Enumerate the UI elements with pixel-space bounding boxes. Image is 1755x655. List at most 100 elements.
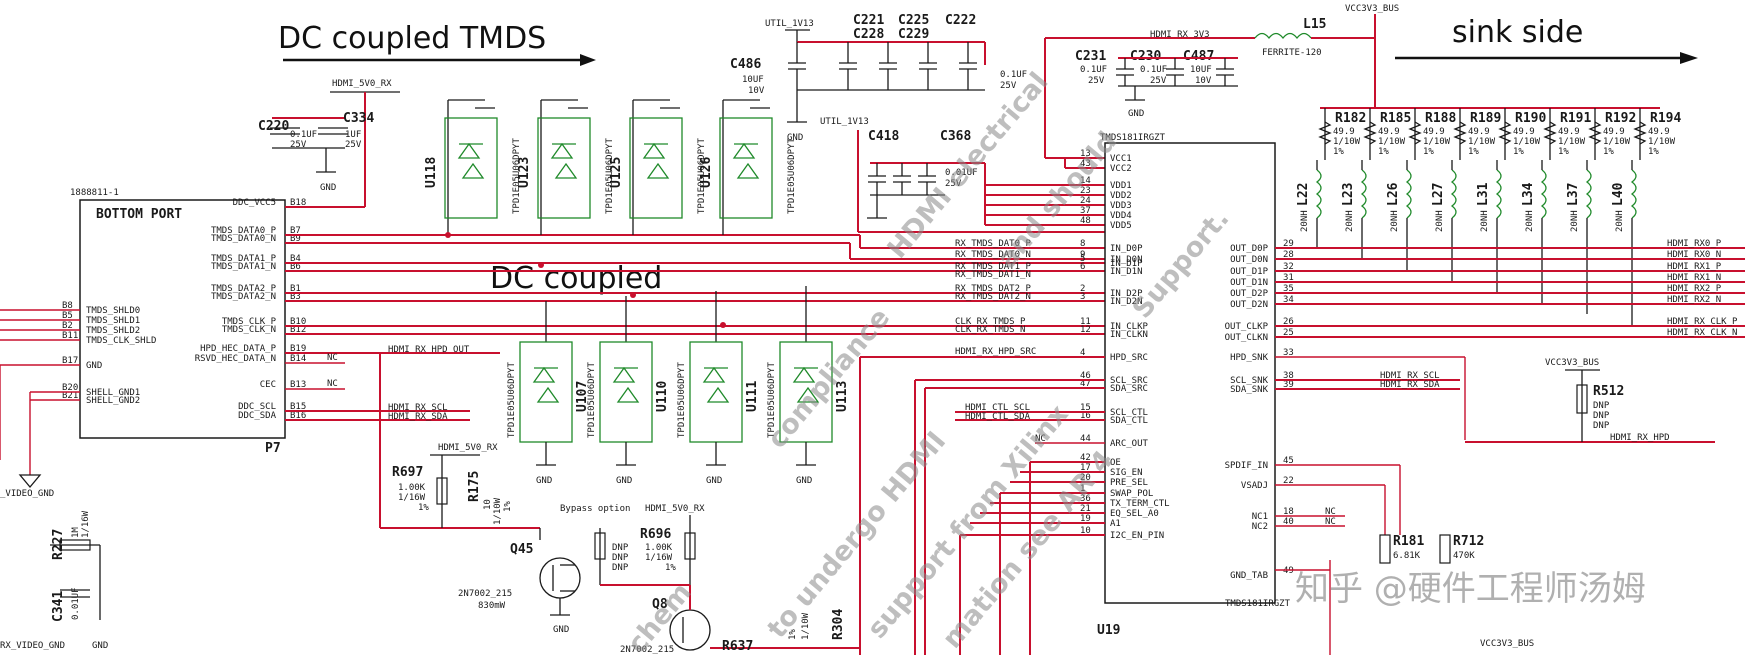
ic-pin-num: 11 (1080, 317, 1091, 327)
shell-rc: R227 1M 1/16W C341 0.01UF RX_VIDEO_GND G… (0, 510, 108, 651)
c231-ref: C231 (1075, 49, 1106, 64)
r512-v2: DNP (1593, 411, 1610, 421)
ic-pin-name: HPD_SRC (1110, 353, 1148, 363)
ic-pin-name: SDA_CTL (1110, 416, 1148, 426)
r712-ref: R712 (1453, 534, 1484, 549)
tvs-diode-icon (642, 142, 670, 179)
connector-pin-name: TMDS_CLK_P (222, 317, 277, 327)
c487-value: 10UF (1190, 65, 1212, 75)
r637-ref: R637 (722, 639, 753, 654)
tvs-ref: U123 (517, 157, 532, 188)
rx-net-label: RX_TMDS_DAT2_P (955, 284, 1031, 294)
ic-pin-name: IN_D2P (1110, 289, 1143, 299)
ic-pin-name: IN_CLKP (1110, 322, 1149, 332)
ic-pin-num: 3 (1080, 292, 1085, 302)
c228-ref: C228 (853, 27, 884, 42)
c334-voltage: 25V (345, 140, 362, 150)
ic-pin-num: 43 (1080, 159, 1091, 169)
control-nets: HDMI_RX_HPD_OUT NC NC HDMI_RX_SCL HDMI_R… (285, 345, 1715, 655)
tvs-junction (720, 322, 726, 328)
ic-pin-name: EQ_SEL_A0 (1110, 509, 1159, 519)
rx-net-label: RX_TMDS_DAT1_N (955, 270, 1031, 280)
pullup-rating: 1/10W (1333, 137, 1361, 147)
q45-power: 830mW (478, 601, 506, 611)
connector-part-number: 1888811-1 (70, 188, 119, 198)
ic-pin-num: 20 (1080, 473, 1091, 483)
c341-ref: C341 (51, 591, 66, 622)
r696-v1: 1.00K (645, 543, 673, 553)
annotation-dc-coupled-tmds: DC coupled TMDS (278, 21, 546, 56)
nc-label-b13: NC (327, 379, 338, 389)
inductor-value: 20NH (1525, 210, 1535, 232)
ic-pin-num: 25 (1283, 328, 1294, 338)
ic-pin-name: IN_D2N (1110, 297, 1143, 307)
r697-v2: 1/16W (398, 493, 426, 503)
c231-value: 0.1UF (1080, 65, 1107, 75)
connector-pin-name: TMDS_CLK_N (222, 325, 276, 335)
c230-value: 0.1UF (1140, 65, 1167, 75)
pullup-rating: 1/10W (1513, 137, 1541, 147)
ic-pin-num: 10 (1080, 526, 1091, 536)
ic-pin-name: OUT_CLKN (1225, 333, 1268, 343)
connector-pin-name: TMDS_DATA1_P (211, 254, 277, 264)
ctl-sda-label: HDMI_CTL_SDA (965, 412, 1031, 422)
connector-left-pin-num: B2 (62, 321, 73, 331)
pullup-resistor (1318, 121, 1332, 145)
r696-v2: 1/16W (645, 553, 673, 563)
connector-pin-num: B18 (290, 198, 306, 208)
connector-right-pins: B18DDC_VCC5B7TMDS_DATA0_PB9TMDS_DATA0_NB… (195, 198, 307, 421)
r97-v1: DNP (612, 543, 629, 553)
c225-ref: C225 (898, 13, 929, 28)
pullup-value: 49.9 (1333, 127, 1355, 137)
connector-pin-name: HPD_HEC_DATA_P (200, 344, 276, 354)
connector-ref: P7 (265, 441, 281, 456)
ic-pin-num: 18 (1283, 507, 1294, 517)
inductor-coil (1540, 169, 1547, 219)
ic-pin-num: 21 (1080, 504, 1091, 514)
ic-part-top: TMDS181IRGZT (1100, 133, 1166, 143)
c231-voltage: 25V (1088, 76, 1105, 86)
inductor-value: 20NH (1570, 210, 1580, 232)
ic-pin-name: IN_D1N (1110, 267, 1143, 277)
ic-pin-name: SCL_CTL (1110, 408, 1148, 418)
cap-bank (788, 42, 977, 90)
output-net-label: HDMI_RX2_N (1667, 295, 1721, 305)
ic-pin-name: IN_D0N (1110, 255, 1143, 265)
ic-pin-num: 13 (1080, 149, 1091, 159)
pullup-tol: 1% (1648, 147, 1659, 157)
tvs-part: TPD1E05U06DPYT (767, 362, 777, 438)
pullup-ref: R185 (1380, 111, 1411, 126)
q45-part: 2N7002_215 (458, 589, 512, 599)
connector-body (79, 199, 286, 439)
r304-v1: 1/10W (801, 612, 811, 640)
ic-pin-num: 47 (1080, 379, 1091, 389)
output-net-label: HDMI_RX1_N (1667, 273, 1721, 283)
ic-pin-num: 34 (1283, 295, 1294, 305)
connector-title: BOTTOM PORT (96, 207, 182, 222)
hpd-level-shift: HDMI_5V0_RX R697 1.00K 1/16W 1% R175 10 … (392, 443, 860, 655)
r175-ref: R175 (467, 471, 482, 502)
connector-pin-name: TMDS_DATA0_N (211, 234, 276, 244)
connector-pin-num: B14 (290, 354, 306, 364)
tvs-ref: U118 (424, 157, 439, 188)
inductor-value: 20NH (1615, 210, 1625, 232)
rx3v3-label: HDMI_RX_3V3 (1150, 30, 1210, 40)
c486-voltage: 10V (748, 86, 765, 96)
r512-body (1576, 384, 1588, 414)
inductor-coil (1360, 169, 1367, 219)
pullup-ref: R190 (1515, 111, 1546, 126)
pullup-resistor (1588, 121, 1602, 145)
video-gnd-label: _VIDEO_GND (0, 489, 54, 499)
pullup-rating: 1/10W (1558, 137, 1586, 147)
vcc-bus-top-label: VCC3V3_BUS (1345, 4, 1399, 14)
ic-pin-num: 37 (1080, 206, 1091, 216)
ic-pin-name: VDD1 (1110, 181, 1132, 191)
hpd-src-label: HDMI_RX_HPD_SRC (955, 347, 1036, 357)
r697-ref: R697 (392, 465, 423, 480)
cap-bank-2-value: 0.01UF (945, 168, 978, 178)
r175-v2: 1/10W (493, 497, 503, 525)
pullup-tol: 1% (1378, 147, 1389, 157)
watermark-credit: 知乎 @硬件工程师汤姆 (1295, 569, 1646, 609)
connector-left-pin-name: SHELL_GND2 (86, 396, 140, 406)
pullup-resistor (1453, 121, 1467, 145)
